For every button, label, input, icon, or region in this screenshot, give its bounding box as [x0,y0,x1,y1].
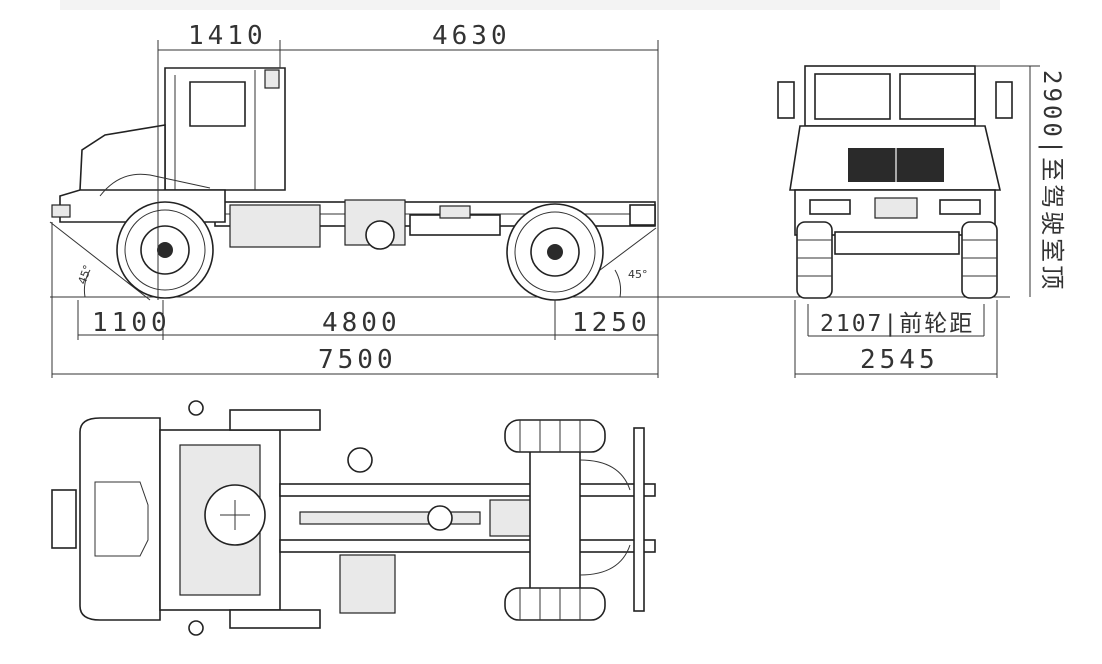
dim-text-2545: 2545 [860,345,939,375]
right-mirror [995,81,1013,119]
dim-text-1410: 1410 [188,21,267,51]
front-left-tire [796,221,833,299]
top-strip [60,0,1000,10]
dim-text-2900: 2900|至驾驶室顶 [1038,70,1066,292]
front-wheel [116,201,214,299]
dim-text-4800: 4800 [322,308,401,338]
top-battery-box [339,554,396,614]
dim-text-7500: 7500 [318,345,397,375]
front-view: 2900|至驾驶室顶 2107|前轮距 2545 [777,65,1066,378]
approach-angle-text: 45° [76,263,95,286]
cab-window [189,81,246,127]
dim-text-1250: 1250 [572,308,651,338]
top-right-rail [279,539,656,553]
dim-text-1100: 1100 [92,308,171,338]
top-left-rail [279,483,656,497]
fuel-tank [229,204,321,248]
top-view [51,400,656,636]
departure-angle-arc [614,269,622,298]
rear-wheel [506,203,604,301]
dim-text-2107: 2107|前轮距 [820,311,974,337]
side-view: 45° 45° [49,21,1010,378]
left-mirror [777,81,795,119]
driveshaft [299,511,481,525]
hood [79,124,166,196]
departure-angle-text: 45° [628,268,648,281]
top-rear-crossmember [633,427,645,612]
top-cab [79,417,161,621]
dim-text-4630: 4630 [432,21,511,51]
front-right-tire [961,221,998,299]
approach-angle-arc [83,269,91,298]
